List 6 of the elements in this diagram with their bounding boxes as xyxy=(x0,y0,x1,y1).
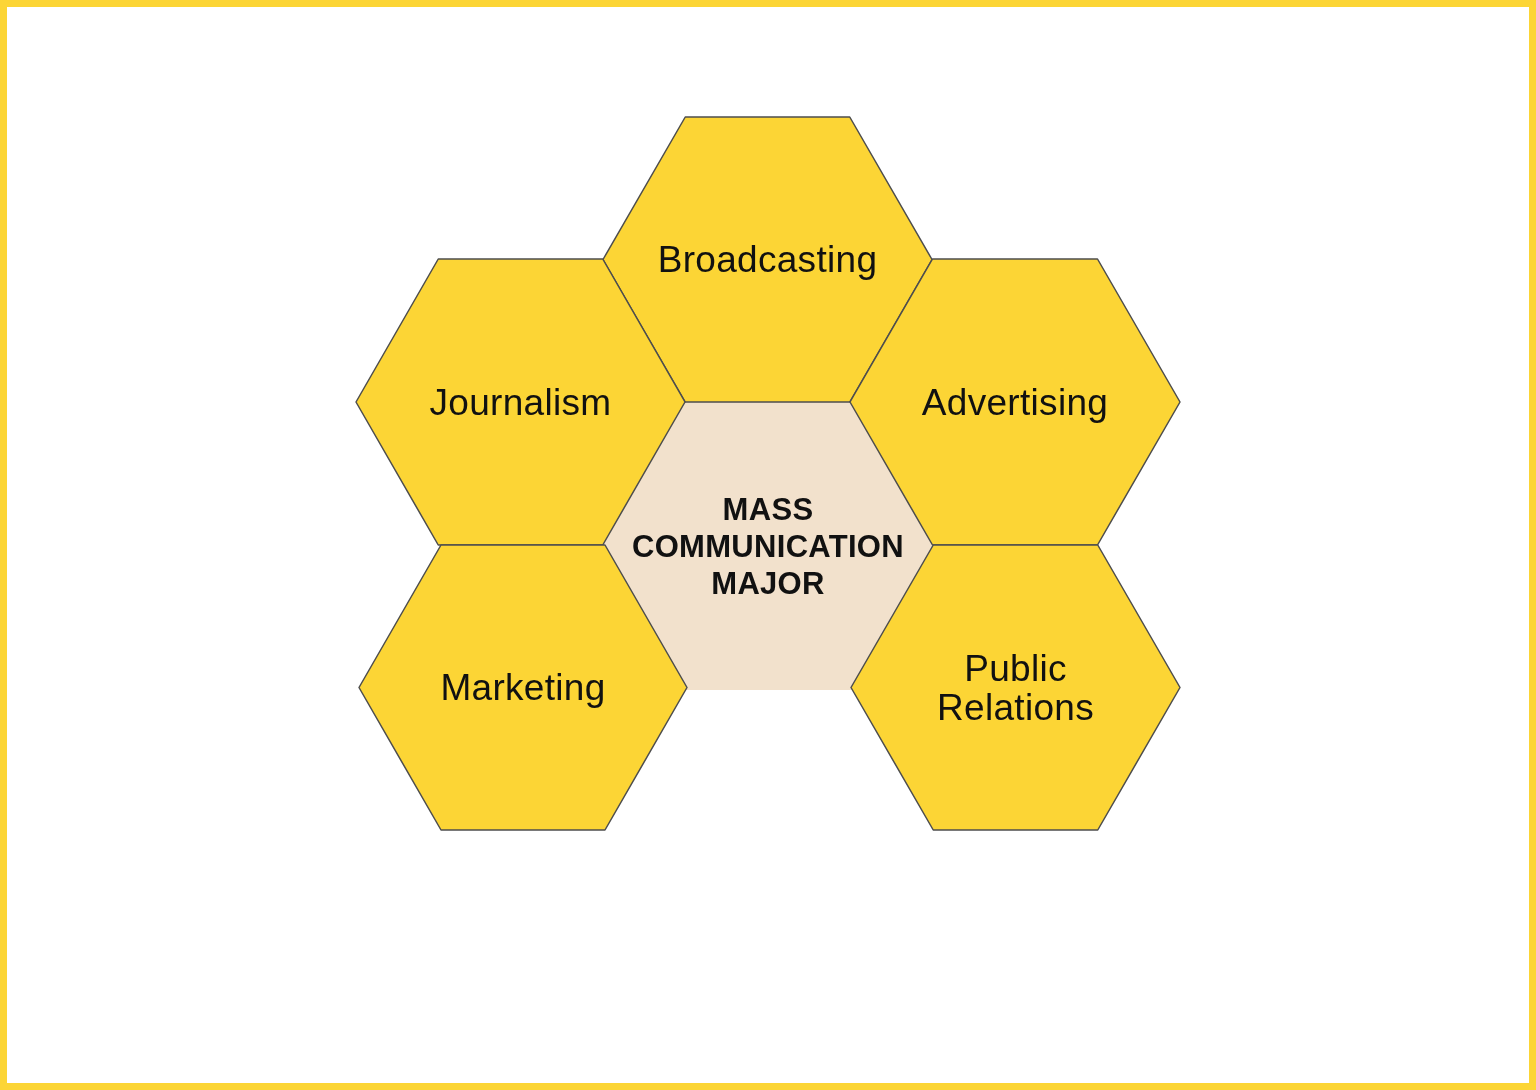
topic-label: Marketing xyxy=(440,668,606,707)
topic-label: Broadcasting xyxy=(657,240,878,279)
topic-label: Public Relations xyxy=(936,648,1095,727)
topic-label: Advertising xyxy=(921,382,1109,422)
central-topic-label: MASS COMMUNICATION MAJOR xyxy=(631,490,905,602)
topic-label: Journalism xyxy=(429,382,612,422)
